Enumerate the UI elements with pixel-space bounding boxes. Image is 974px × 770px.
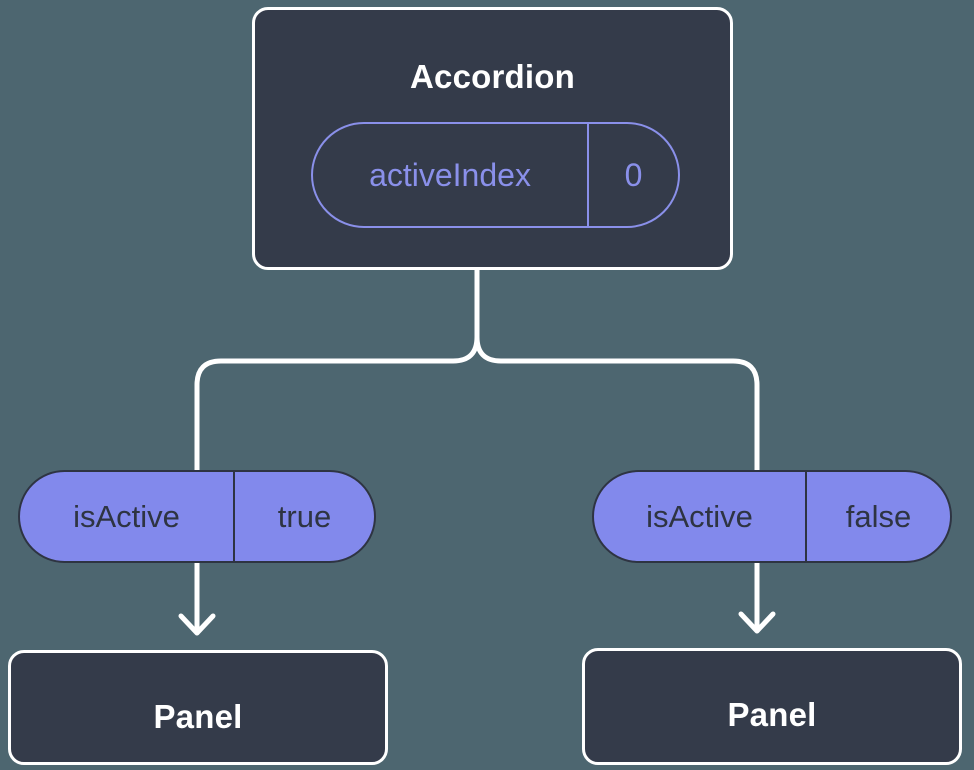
component-title-panel-right: Panel: [727, 696, 817, 733]
connector-fork-accordion-to-panels: [194, 267, 480, 473]
state-pill-activeindex[interactable]: activeIndex 0: [311, 122, 680, 228]
component-title-accordion: Accordion: [410, 58, 575, 95]
connector-fork-right-branch: [474, 334, 760, 473]
component-title-panel-left: Panel: [153, 698, 243, 735]
component-node-panel-right[interactable]: Panel: [582, 648, 962, 765]
prop-pill-key: isActive: [594, 472, 807, 561]
prop-pill-key: isActive: [20, 472, 235, 561]
component-node-accordion[interactable]: Accordion activeIndex 0: [252, 7, 733, 270]
prop-pill-value: true: [277, 498, 332, 534]
prop-pill-value: false: [845, 498, 912, 534]
arrowhead-left-icon: [178, 613, 216, 636]
prop-pill-isactive-true[interactable]: isActive true: [18, 470, 376, 563]
arrowhead-right-icon: [738, 611, 776, 634]
state-pill-value: 0: [624, 156, 643, 193]
prop-pill-isactive-false[interactable]: isActive false: [592, 470, 952, 563]
state-pill-key: activeIndex: [313, 124, 589, 226]
component-node-panel-left[interactable]: Panel: [8, 650, 388, 765]
